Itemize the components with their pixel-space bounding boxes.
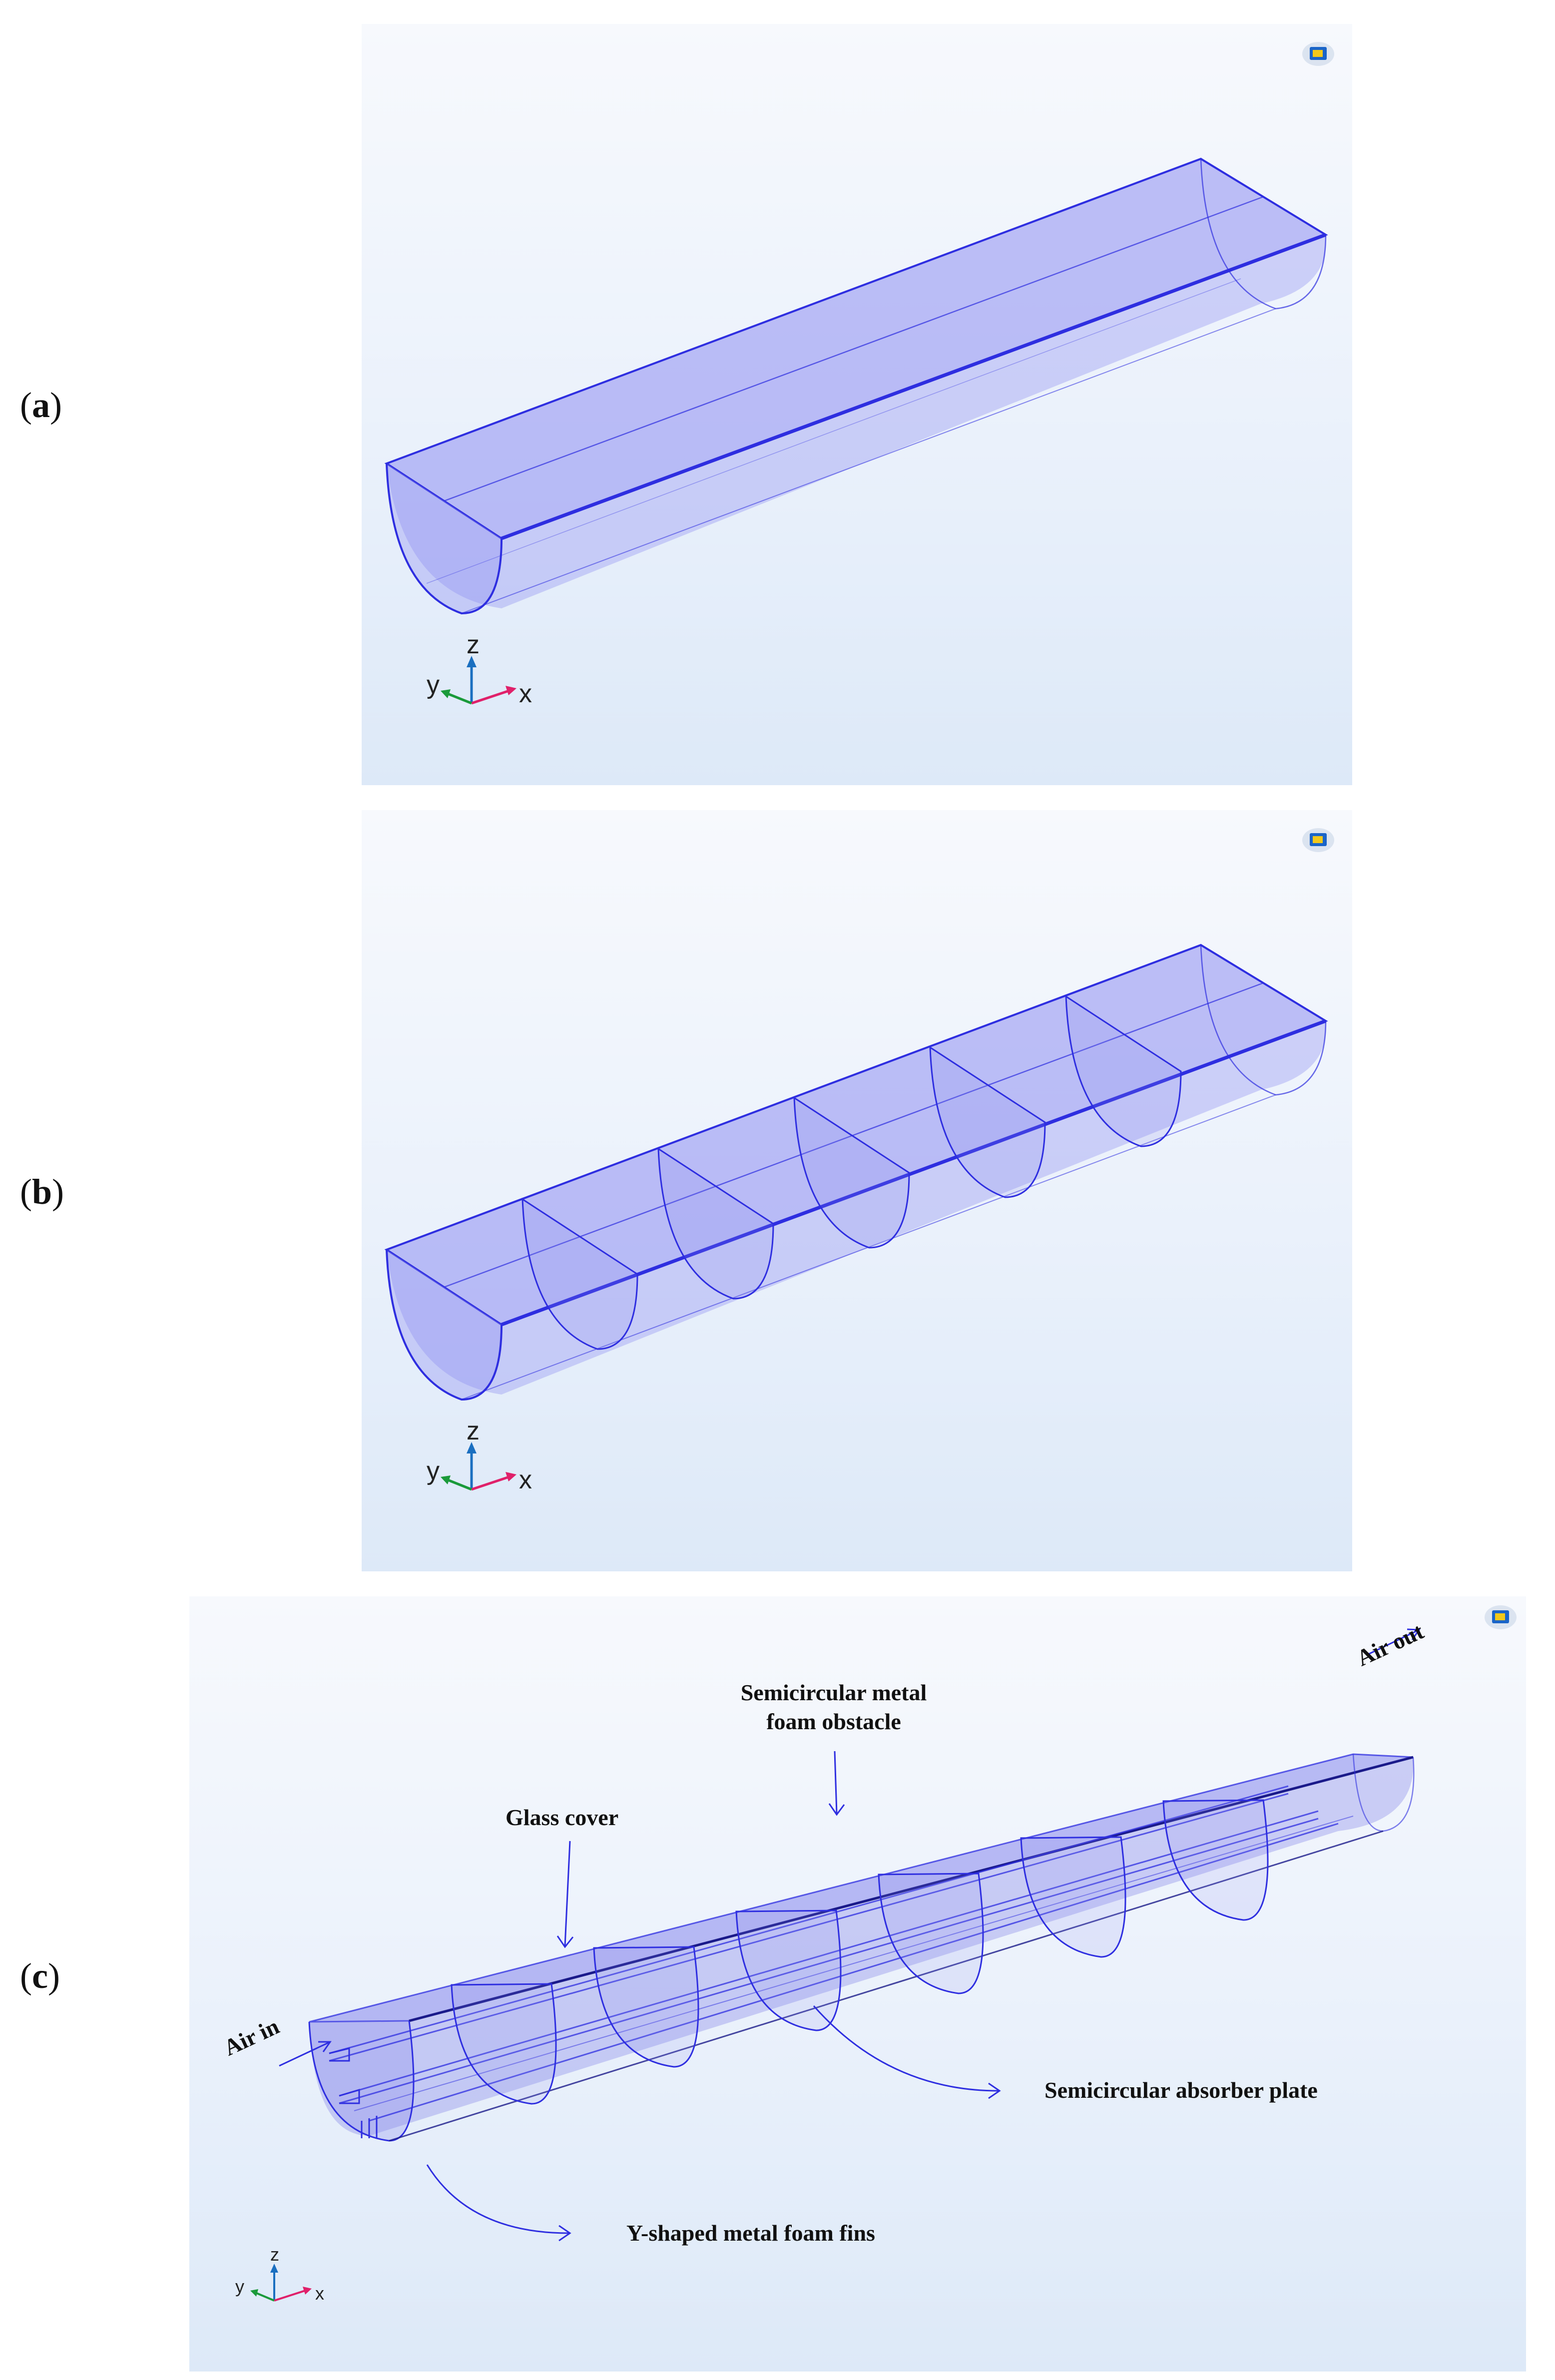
axis-label-x: x bbox=[519, 679, 532, 708]
collector-model-c bbox=[279, 1628, 1421, 2242]
label-obstacle-line1: Semicircular metal bbox=[740, 1680, 927, 1705]
label-fins: Y-shaped metal foam fins bbox=[626, 2220, 875, 2246]
panel-label-c: (c) bbox=[20, 1956, 60, 1996]
label-glass-cover: Glass cover bbox=[506, 1805, 619, 1830]
label-absorber-plate: Semicircular absorber plate bbox=[1044, 2077, 1318, 2103]
axis-label-x: x bbox=[519, 1465, 532, 1494]
trough-model-b bbox=[384, 944, 1328, 1401]
viewport-b: z y x bbox=[362, 810, 1352, 1571]
axis-label-z: z bbox=[467, 1417, 480, 1445]
panel-label-b: (b) bbox=[20, 1172, 64, 1212]
axis-triad-b: z y x bbox=[427, 1417, 532, 1494]
app-logo-icon bbox=[1302, 42, 1334, 66]
viewport-a: z y x bbox=[362, 24, 1352, 785]
axis-label-x: x bbox=[315, 2283, 324, 2304]
trough-model-a bbox=[384, 157, 1328, 615]
axis-label-y: y bbox=[427, 1456, 440, 1485]
axis-triad-a: z y x bbox=[427, 630, 532, 708]
label-obstacle-line2: foam obstacle bbox=[766, 1709, 901, 1734]
app-logo-icon bbox=[1485, 1605, 1517, 1629]
axis-label-y: y bbox=[427, 670, 440, 699]
app-logo-icon bbox=[1302, 828, 1334, 852]
axis-triad-c: z y x bbox=[235, 2244, 324, 2304]
axis-label-z: z bbox=[467, 630, 480, 659]
panel-label-a: (a) bbox=[20, 385, 62, 425]
axis-label-y: y bbox=[235, 2276, 244, 2297]
label-obstacle: Semicircular metal foam obstacle bbox=[714, 1678, 954, 1736]
viewport-c: Semicircular metal foam obstacle Glass c… bbox=[189, 1596, 1526, 2372]
axis-label-z: z bbox=[270, 2244, 279, 2265]
